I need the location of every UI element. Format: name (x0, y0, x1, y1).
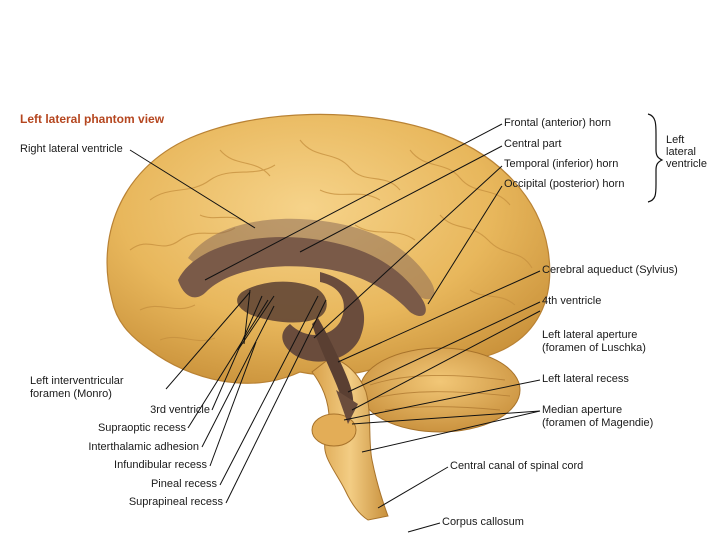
label-left-lateral-aperture-line2: (foramen of Luschka) (542, 342, 646, 355)
label-left-interventricular-foramen: Left interventricular foramen (Monro) (30, 375, 124, 401)
label-pineal-recess: Pineal recess (151, 478, 217, 491)
label-third-ventricle: 3rd ventricle (150, 404, 210, 417)
label-median-aperture-line1: Median aperture (542, 404, 653, 417)
group-line-1: Left (666, 134, 707, 146)
label-temporal-horn: Temporal (inferior) horn (504, 158, 618, 171)
label-median-aperture-line2: (foramen of Magendie) (542, 417, 653, 430)
label-corpus-callosum: Corpus callosum (442, 516, 524, 529)
label-occipital-horn: Occipital (posterior) horn (504, 178, 624, 191)
label-central-part: Central part (504, 138, 561, 151)
group-line-2: lateral (666, 146, 707, 158)
group-brace (648, 114, 662, 202)
label-left-interventricular-line1: Left interventricular (30, 375, 124, 388)
label-suprapineal-recess: Suprapineal recess (129, 496, 223, 509)
label-left-lateral-ventricle-group: Left lateral ventricle (666, 134, 707, 170)
label-median-aperture: Median aperture (foramen of Magendie) (542, 404, 653, 430)
cerebellum (360, 348, 520, 432)
group-line-3: ventricle (666, 158, 707, 170)
label-fourth-ventricle: 4th ventricle (542, 295, 601, 308)
label-right-lateral-ventricle: Right lateral ventricle (20, 143, 123, 156)
label-left-lateral-recess: Left lateral recess (542, 373, 629, 386)
label-left-interventricular-line2: foramen (Monro) (30, 388, 124, 401)
label-left-lateral-aperture-line1: Left lateral aperture (542, 329, 646, 342)
label-interthalamic-adhesion: Interthalamic adhesion (88, 441, 199, 454)
label-central-canal: Central canal of spinal cord (450, 460, 583, 473)
label-frontal-horn: Frontal (anterior) horn (504, 117, 611, 130)
label-left-lateral-aperture: Left lateral aperture (foramen of Luschk… (542, 329, 646, 355)
label-infundibular-recess: Infundibular recess (114, 459, 207, 472)
label-cerebral-aqueduct: Cerebral aqueduct (Sylvius) (542, 264, 678, 277)
label-supraoptic-recess: Supraoptic recess (98, 422, 186, 435)
diagram-title: Left lateral phantom view (20, 112, 164, 126)
